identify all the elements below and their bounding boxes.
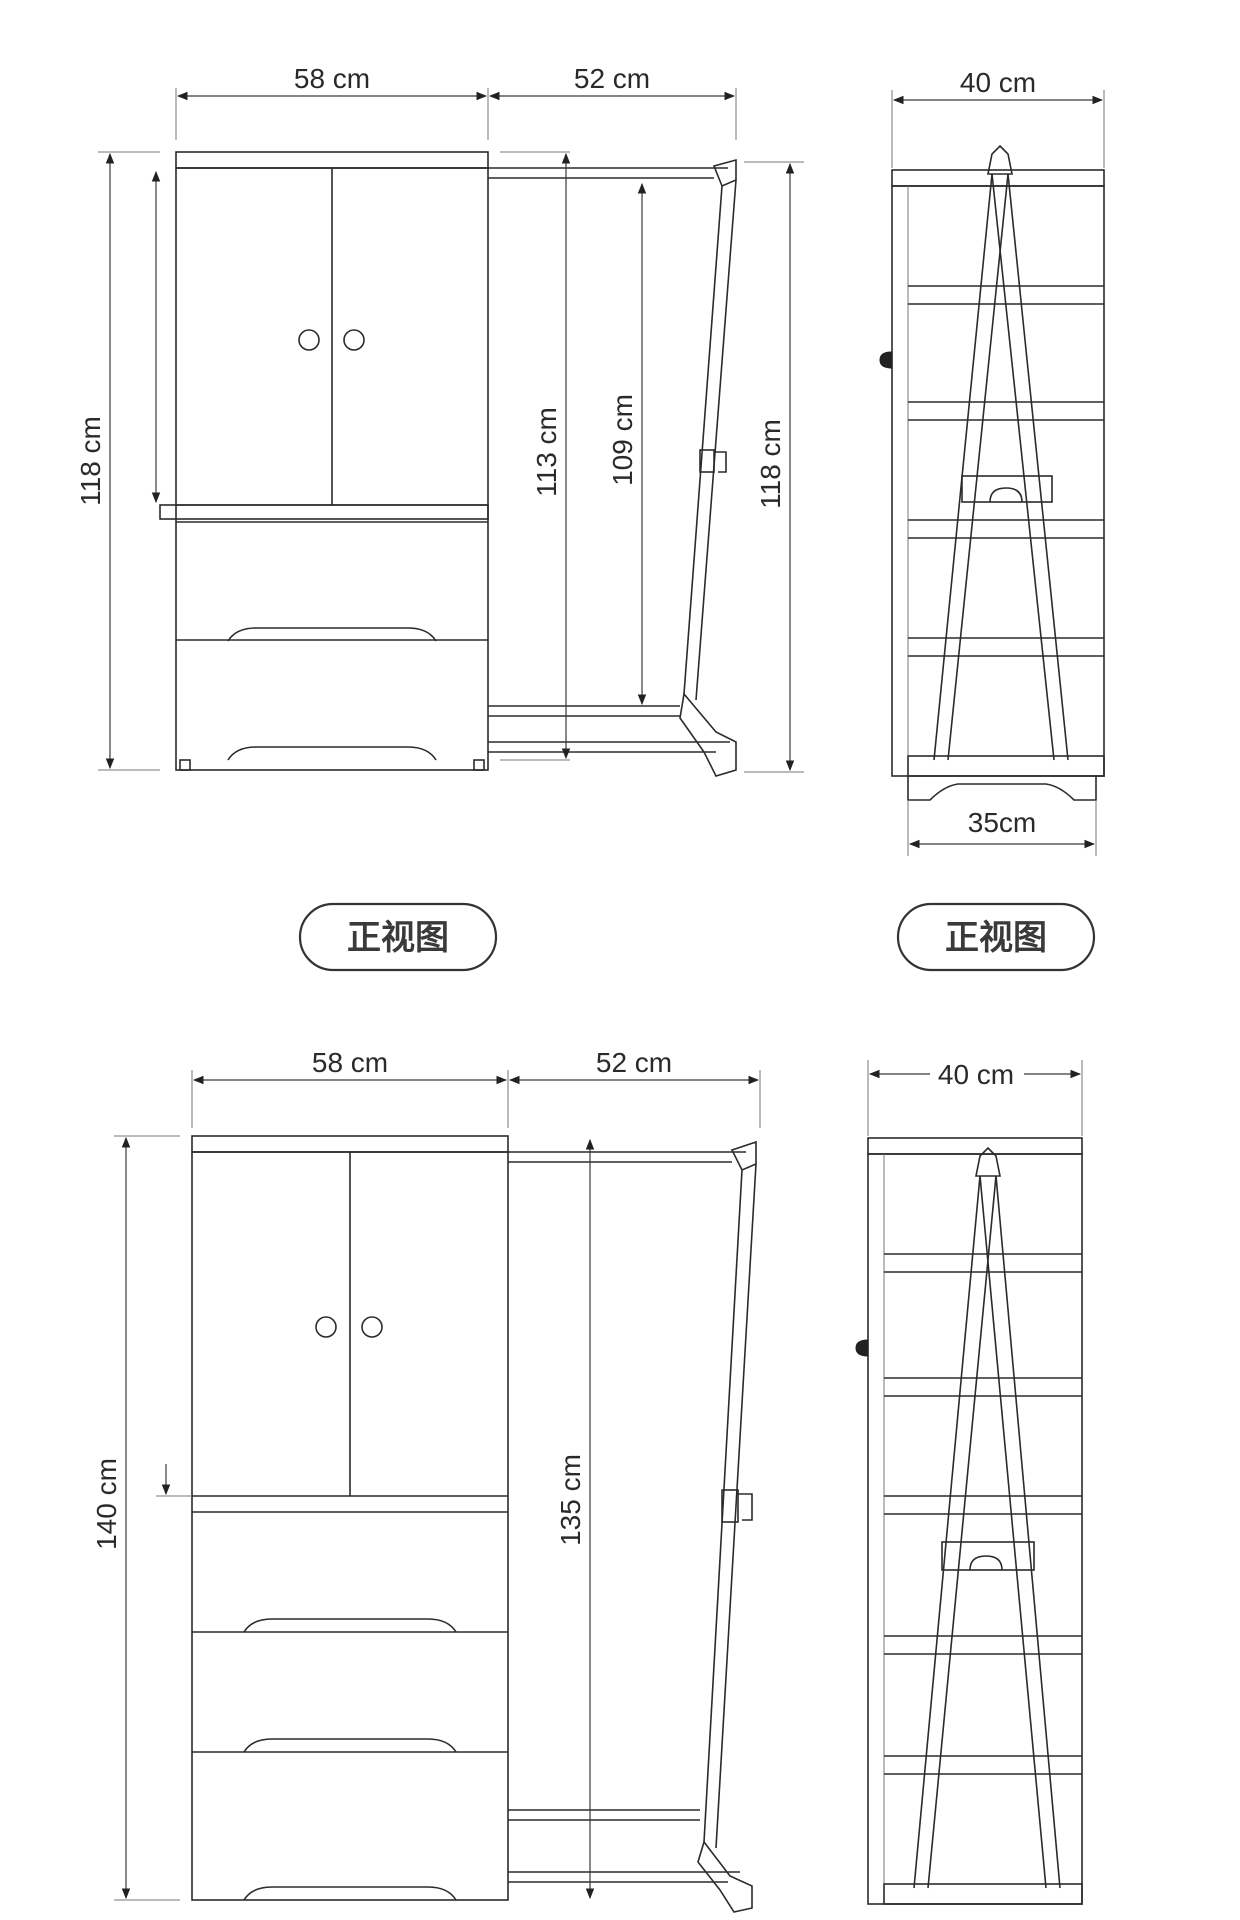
bottom-cabinet — [191, 1135, 509, 1901]
bottom-side-cabinet — [855, 1137, 1083, 1905]
door-knob-right — [361, 1316, 383, 1338]
drawer-handle — [243, 1886, 457, 1901]
dim-side-width-top: 40 cm — [960, 67, 1036, 98]
door-knob-right — [343, 329, 365, 351]
dim-height-total: 118 cm — [75, 416, 106, 506]
dim-height-total: 140 cm — [91, 1458, 122, 1550]
drawer-handle — [227, 746, 437, 761]
view-label-front-text: 正视图 — [347, 918, 449, 958]
dim-height-rack-inner: 109 cm — [607, 394, 638, 486]
side-knob — [855, 1339, 869, 1357]
view-label-side-text: 正视图 — [945, 918, 1047, 958]
dim-side-width-base: 35cm — [968, 807, 1036, 838]
dim-width-right: 52 cm — [574, 63, 650, 94]
drawer-handle — [243, 1738, 457, 1753]
top-cabinet — [159, 151, 489, 771]
door-knob-left — [298, 329, 320, 351]
top-front-dimensions: 58 cm 52 cm 118 cm 113 cm 109 cm 118 cm — [75, 63, 804, 773]
dim-side-width-top: 40 cm — [938, 1059, 1014, 1090]
view-label-side: 正视图 — [896, 902, 1096, 972]
top-side-cabinet — [879, 169, 1105, 801]
top-front-view: 58 cm 52 cm 118 cm 113 cm 109 cm 118 cm — [75, 63, 804, 777]
dim-width-right: 52 cm — [596, 1047, 672, 1078]
bottom-side-view: 40 cm — [855, 1059, 1083, 1905]
dim-width-left: 58 cm — [294, 63, 370, 94]
bottom-front-dimensions: 58 cm 52 cm 140 cm 135 cm — [91, 1047, 761, 1901]
drawer-handle — [243, 1618, 457, 1633]
bottom-side-rack — [913, 1146, 1061, 1889]
dim-height-rack-right: 118 cm — [755, 419, 786, 509]
top-clothes-rack — [488, 158, 737, 777]
top-side-view: 40 cm 35cm — [879, 67, 1105, 856]
dim-height-rack: 135 cm — [555, 1454, 586, 1546]
side-knob — [879, 351, 893, 369]
drawer-handle — [227, 627, 437, 642]
view-label-front: 正视图 — [298, 902, 498, 972]
top-side-rack — [933, 144, 1069, 761]
bottom-clothes-rack — [508, 1140, 757, 1913]
bottom-front-view: 58 cm 52 cm 140 cm 135 cm — [91, 1047, 761, 1913]
bottom-side-dimensions: 40 cm — [867, 1059, 1083, 1136]
dim-width-left: 58 cm — [312, 1047, 388, 1078]
door-knob-left — [315, 1316, 337, 1338]
dim-height-rack-outer: 113 cm — [531, 407, 562, 497]
top-side-dimensions: 40 cm 35cm — [891, 67, 1105, 856]
